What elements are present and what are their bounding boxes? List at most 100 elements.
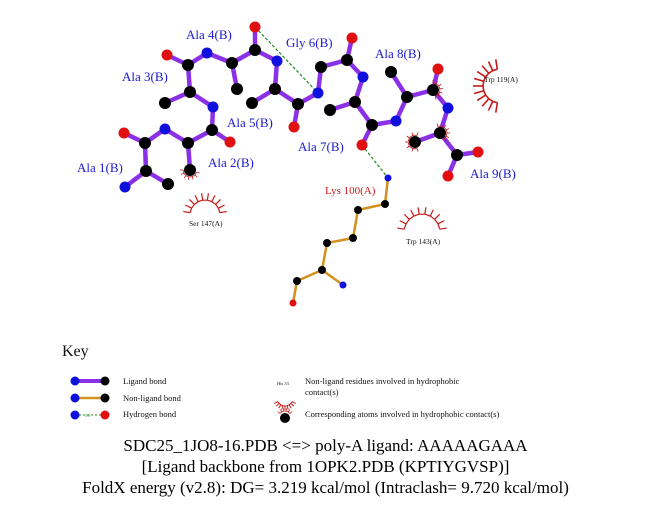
- key-nonligand-c-atom: [100, 393, 110, 403]
- nonligand-bond: [326, 236, 354, 245]
- carbon-atom: [385, 66, 397, 78]
- caption-line-1: SDC25_1JO8-16.PDB <=> poly-A ligand: AAA…: [123, 436, 528, 455]
- nitrogen-atom: [384, 174, 392, 182]
- carbon-atom: [226, 57, 238, 69]
- nitrogen-atom: [119, 181, 131, 193]
- oxygen-atom: [288, 121, 300, 133]
- oxygen-atom: [432, 63, 444, 75]
- key-ligand-bond-label: Ligand bond: [123, 376, 167, 386]
- key-nonligand-n-atom: [70, 393, 80, 403]
- residue-label-ala7: Ala 7(B): [298, 139, 344, 154]
- caption-line-3: FoldX energy (v2.8): DG= 3.219 kcal/mol …: [82, 478, 569, 497]
- atom-hydrophobic-contact-mark: [180, 169, 200, 180]
- residue-label-ala3: Ala 3(B): [122, 69, 168, 84]
- nitrogen-atom: [442, 102, 454, 114]
- nitrogen-atom: [312, 87, 324, 99]
- nonligand-bond: [383, 177, 390, 205]
- key-corresponding-atoms-label: Corresponding atoms involved in hydropho…: [305, 409, 500, 419]
- nonligand-bond: [357, 202, 386, 212]
- residue-label-ala8: Ala 8(B): [375, 46, 421, 61]
- carbon-atom: [323, 239, 331, 247]
- nitrogen-atom: [390, 115, 402, 127]
- oxygen-atom: [224, 136, 236, 148]
- residue-label-ala4: Ala 4(B): [186, 27, 232, 42]
- oxygen-atom: [118, 127, 130, 139]
- carbon-atom: [318, 266, 326, 274]
- key-hydrogen-bond-label: Hydrogen bond: [123, 409, 177, 419]
- oxygen-atom: [249, 21, 261, 33]
- nitrogen-atom: [207, 101, 219, 113]
- carbon-atom: [409, 136, 421, 148]
- carbon-atom: [381, 200, 389, 208]
- carbon-atom: [182, 137, 194, 149]
- carbon-atom: [341, 54, 353, 66]
- carbon-atom: [246, 97, 258, 109]
- hydrophobic-arc-ser147: [183, 193, 227, 214]
- oxygen-atom: [161, 49, 173, 61]
- nitrogen-atom: [201, 47, 213, 59]
- key-example-residue: His 53: [277, 381, 290, 386]
- carbon-atom: [401, 91, 413, 103]
- carbon-atom: [231, 83, 243, 95]
- atom-hydrophobic-contact-mark: [436, 123, 450, 142]
- residue-label-trp143: Trp 143(A): [406, 237, 441, 246]
- carbon-atom: [162, 178, 174, 190]
- carbon-atom: [434, 127, 446, 139]
- residue-label-ala1: Ala 1(B): [77, 160, 123, 175]
- carbon-atom: [269, 83, 281, 95]
- carbon-atom: [206, 124, 218, 136]
- nonligand-bond: [351, 209, 360, 239]
- nitrogen-atom: [357, 71, 369, 83]
- key-hydrophobic-arc-icon: [274, 401, 296, 410]
- carbon-atom: [249, 44, 261, 56]
- key-hbond-o-atom: [100, 410, 110, 420]
- residue-label-ala5: Ala 5(B): [227, 115, 273, 130]
- key-title: Key: [62, 343, 89, 360]
- residue-label-ala2: Ala 2(B): [208, 155, 254, 170]
- nitrogen-atom: [159, 123, 171, 135]
- residue-label-trp119: Trp 119(A): [484, 75, 518, 84]
- oxygen-atom: [442, 170, 454, 182]
- nonligand-bond: [321, 268, 344, 287]
- nonligand-bond: [296, 268, 323, 283]
- carbon-atom: [159, 97, 171, 109]
- key-ligand-n-atom: [70, 376, 80, 386]
- caption-line-2: [Ligand backbone from 1OPK2.PDB (KPTIYGV…: [141, 457, 510, 476]
- carbon-atom: [427, 84, 439, 96]
- residue-label-gly6: Gly 6(B): [286, 35, 333, 50]
- hydrogen-bond: [254, 26, 319, 94]
- carbon-atom: [366, 119, 378, 131]
- atom-hydrophobic-contact-mark: [405, 132, 419, 152]
- nitrogen-atom: [271, 55, 283, 67]
- key-nonligand-residues-label: Non-ligand residues involved in hydropho…: [305, 376, 460, 397]
- residue-label-ser147: Ser 147(A): [189, 219, 223, 228]
- key-ligand-c-atom: [100, 376, 110, 386]
- hydrophobic-arc-trp119: [473, 59, 499, 113]
- carbon-atom: [315, 61, 327, 73]
- oxygen-atom: [289, 299, 297, 307]
- residue-label-lys100: Lys 100(A): [325, 185, 376, 197]
- carbon-atom: [451, 149, 463, 161]
- hydrophobic-arc-trp143: [397, 207, 447, 230]
- carbon-atom: [292, 98, 304, 110]
- carbon-atom: [140, 165, 152, 177]
- nonligand-bond: [320, 242, 329, 271]
- carbon-atom: [293, 277, 301, 285]
- key-hydrophobic-atom-icon: [277, 408, 293, 423]
- carbon-atom: [349, 96, 361, 108]
- key-nonligand-bond-label: Non-ligand bond: [123, 393, 181, 403]
- oxygen-atom: [356, 139, 368, 151]
- oxygen-atom: [346, 32, 358, 44]
- carbon-atom: [182, 59, 194, 71]
- carbon-atom: [184, 86, 196, 98]
- key-hbond-length: 3.0: [85, 413, 90, 418]
- carbon-atom: [184, 164, 196, 176]
- hydrogen-bond: [361, 144, 389, 179]
- atom-hydrophobic-contact-mark: [432, 80, 443, 100]
- carbon-atom: [324, 104, 336, 116]
- residue-label-ala9: Ala 9(B): [470, 166, 516, 181]
- key-hbond-n-atom: [70, 410, 80, 420]
- oxygen-atom: [472, 146, 484, 158]
- nitrogen-atom: [339, 281, 347, 289]
